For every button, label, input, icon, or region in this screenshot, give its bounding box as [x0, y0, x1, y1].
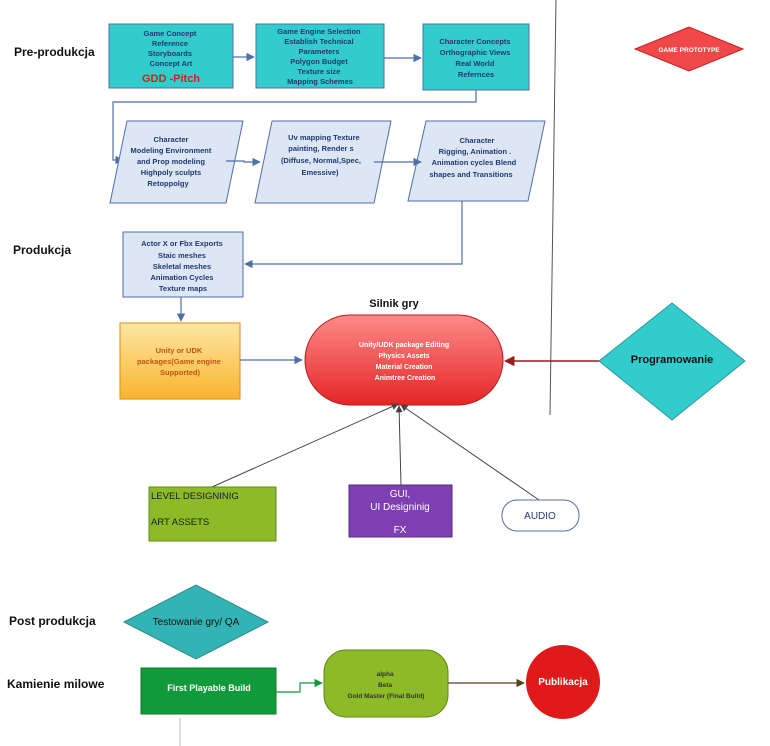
level-line-2: ART ASSETS: [151, 517, 209, 528]
exports-box: Actor X or Fbx Exports Staic meshes Skel…: [122, 231, 244, 298]
engine-line-6: Mapping Schemes: [287, 77, 353, 86]
stage-label-preproduction: Pre-produkcja: [14, 45, 95, 59]
uv-line-4: Emessive): [301, 168, 339, 177]
publication-node: Publikacja: [526, 645, 600, 719]
uv-line-1: Uv mapping Texture: [288, 133, 360, 142]
gui-line-3: FX: [394, 525, 407, 536]
char-concept-line-3: Real World: [455, 59, 494, 68]
char-concept-line-1: Character Concepts: [439, 37, 510, 46]
arrow-rigging-to-exports: [244, 201, 463, 269]
audio-label: AUDIO: [524, 511, 556, 522]
gdd-pitch-label: GDD -Pitch: [142, 73, 200, 85]
svg-text:Character Rigging, Anima: Character Rigging, Animation . Animation…: [429, 136, 518, 179]
arrow-level-to-engine: [211, 403, 399, 488]
stage-label-production: Produkcja: [13, 243, 71, 257]
engine-selection-box: Game Engine Selection Establish Technica…: [255, 23, 385, 89]
modeling-line-5: Retoppolgy: [147, 179, 189, 188]
level-line-1: LEVEL DESIGNINIG: [151, 491, 239, 502]
svg-text:Game Concept Reference: Game Concept Reference Storyboards Conce…: [143, 29, 198, 68]
arrow-first-playable-to-builds: [276, 678, 323, 693]
engine-line-1: Game Engine Selection: [277, 27, 361, 36]
level-design-box: LEVEL DESIGNINIG ART ASSETS: [148, 486, 277, 542]
char-concept-line-2: Orthographic Views: [440, 48, 511, 57]
char-concept-line-4: Refernces: [458, 70, 494, 79]
engine-line-5: Texture size: [298, 67, 341, 76]
rigging-line-2: Rigging, Animation .: [439, 147, 512, 156]
publication-label: Publikacja: [538, 677, 588, 688]
packages-line-1: Unity or UDK: [156, 346, 203, 355]
uv-line-2: painting, Render s: [288, 144, 353, 153]
stage-label-milestones: Kamienie milowe: [7, 677, 105, 691]
stage-label-postproduction: Post produkcja: [9, 614, 96, 628]
exports-line-2: Staic meshes: [158, 251, 206, 260]
svg-text:Character Concepts Ortho: Character Concepts Orthographic Views Re…: [439, 37, 512, 79]
arrow-characters-to-modeling: [112, 90, 477, 165]
game-prototype-node: GAME PROTOTYPE: [633, 26, 745, 72]
gui-box: GUI, UI Designinig FX: [348, 484, 453, 538]
game-prototype-label: GAME PROTOTYPE: [658, 47, 720, 54]
engine-node-line-2: Physics Assets: [378, 353, 429, 360]
character-concepts-box: Character Concepts Orthographic Views Re…: [422, 23, 530, 91]
rigging-line-3: Animation cycles Blend: [432, 158, 517, 167]
arrow-audio-to-engine: [400, 404, 540, 501]
modeling-line-4: Highpoly sculpts: [141, 168, 201, 177]
engine-line-2: Establish Technical: [284, 37, 353, 46]
testing-label: Testowanie gry/ QA: [153, 617, 240, 628]
exports-line-5: Texture maps: [159, 284, 207, 293]
engine-node-line-3: Material Creation: [376, 364, 433, 371]
divider-line: [549, 0, 557, 416]
programming-node: Programowanie: [598, 302, 746, 421]
engine-line-4: Polygon Budget: [290, 57, 348, 66]
svg-text:Character Modeling Envir: Character Modeling Environment and Prop …: [131, 135, 214, 188]
svg-text:Unity/UDK package Editing: Unity/UDK package Editing Physics Assets…: [359, 342, 451, 382]
first-playable-label: First Playable Build: [167, 683, 251, 693]
packages-line-3: Supported): [160, 368, 200, 377]
builds-line-2: Beta: [378, 682, 392, 689]
svg-text:Unity or UDK packages(Ga: Unity or UDK packages(Game engine Suppor…: [137, 346, 223, 377]
exports-line-3: Skeletal meshes: [153, 262, 211, 271]
engine-node-line-1: Unity/UDK package Editing: [359, 342, 449, 349]
svg-text:Game Engine Selection Es: Game Engine Selection Establish Technica…: [277, 27, 362, 86]
programming-label: Programowanie: [631, 354, 714, 366]
concept-line-4: Concept Art: [150, 59, 193, 68]
modeling-line-1: Character: [153, 135, 188, 144]
svg-text:alpha Beta Gold Ma: alpha Beta Gold Master (Final Build): [348, 671, 425, 700]
concept-box: Game Concept Reference Storyboards Conce…: [108, 23, 234, 89]
arrow-modeling-to-uv: [226, 157, 261, 167]
gui-line-1: GUI,: [390, 489, 411, 500]
concept-line-3: Storyboards: [148, 49, 192, 58]
game-engine-node: Unity/UDK package Editing Physics Assets…: [304, 314, 504, 406]
uv-mapping-box: Uv mapping Texture painting, Render s (D…: [254, 120, 392, 204]
modeling-line-2: Modeling Environment: [131, 146, 212, 155]
builds-node: alpha Beta Gold Master (Final Build): [323, 649, 449, 718]
engine-title: Silnik gry: [369, 298, 419, 310]
gui-line-2: UI Designinig: [370, 502, 429, 513]
exports-line-1: Actor X or Fbx Exports: [141, 239, 223, 248]
engine-line-3: Parameters: [299, 47, 340, 56]
concept-line-2: Reference: [152, 39, 188, 48]
exports-line-4: Animation Cycles: [150, 273, 213, 282]
builds-line-3: Gold Master (Final Build): [348, 693, 425, 700]
svg-text:Uv mapping Texture paint: Uv mapping Texture painting, Render s (D…: [281, 133, 363, 177]
testing-node: Testowanie gry/ QA: [122, 584, 270, 660]
modeling-line-3: and Prop modeling: [137, 157, 205, 166]
uv-line-3: (Diffuse, Normal,Spec,: [281, 156, 361, 165]
modeling-box: Character Modeling Environment and Prop …: [109, 120, 244, 204]
rigging-box: Character Rigging, Animation . Animation…: [407, 120, 546, 202]
svg-text:Actor X or Fbx Exports S: Actor X or Fbx Exports Staic meshes Skel…: [141, 239, 225, 293]
engine-node-line-4: Animtree Creation: [375, 375, 436, 382]
first-playable-box: First Playable Build: [140, 667, 277, 715]
audio-node: AUDIO: [501, 499, 580, 532]
rigging-line-1: Character: [459, 136, 494, 145]
arrow-gui-to-engine: [395, 405, 403, 486]
concept-line-1: Game Concept: [143, 29, 196, 38]
packages-line-2: packages(Game engine: [137, 357, 221, 366]
rigging-line-4: shapes and Transitions: [429, 170, 512, 179]
packages-box: Unity or UDK packages(Game engine Suppor…: [119, 322, 241, 400]
builds-line-1: alpha: [377, 671, 394, 678]
